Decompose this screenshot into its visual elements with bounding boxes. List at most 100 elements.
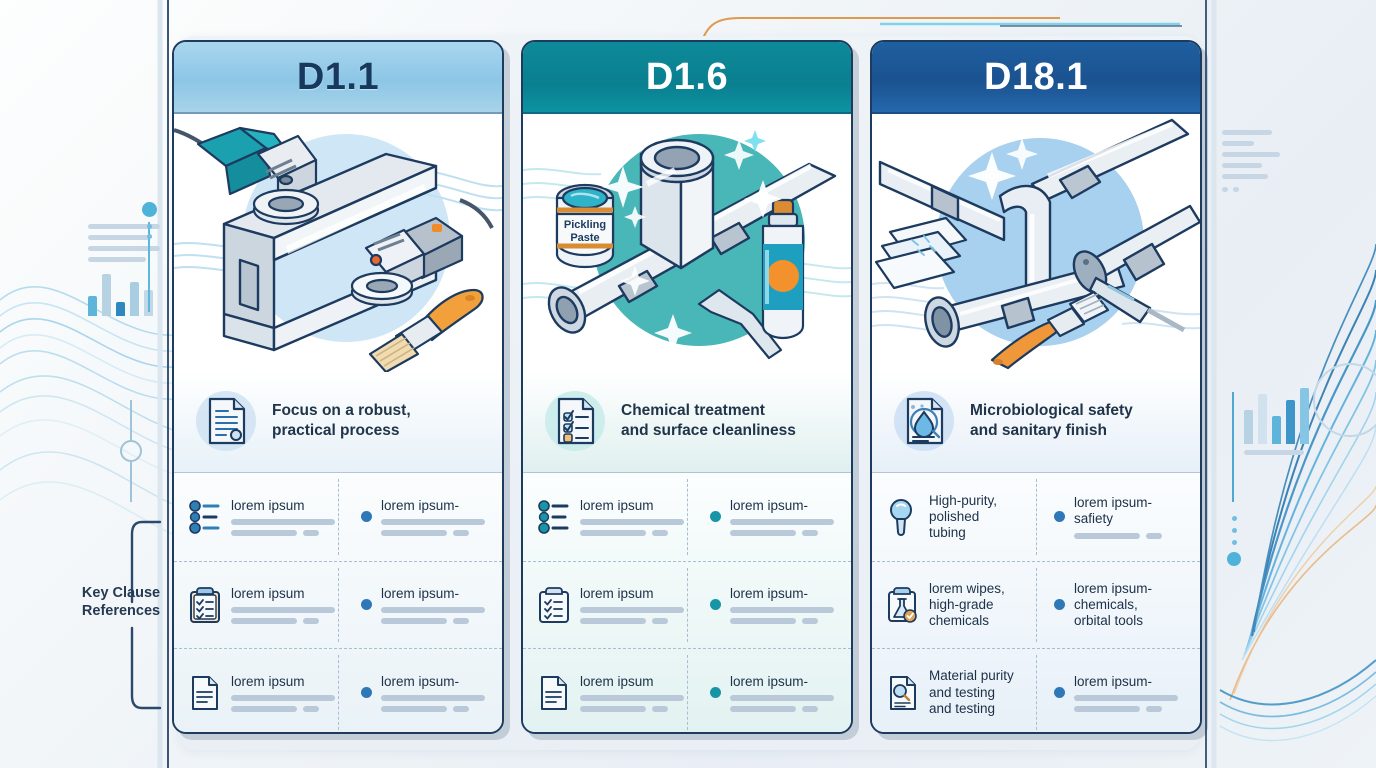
decor-right-baseline — [1244, 450, 1304, 461]
water-droplet-document-icon — [892, 389, 956, 453]
placeholder-bar-dot — [453, 618, 469, 625]
placeholder-bar — [580, 607, 684, 614]
bullet-dot-icon — [1054, 511, 1065, 523]
placeholder-bar — [381, 607, 485, 614]
clause-cell-left[interactable]: lorem ipsum — [523, 562, 692, 649]
decor-left-dot — [142, 202, 157, 217]
clause-title: lorem ipsum- — [1074, 673, 1153, 689]
card-header-d181: D18.1 — [872, 42, 1200, 114]
placeholder-bar-row — [730, 613, 834, 625]
clause-cell-body: lorem ipsum — [580, 498, 684, 536]
placeholder-bar — [580, 618, 646, 625]
caption-d16: Chemical treatment and surface cleanline… — [523, 372, 851, 472]
clause-cell-body: lorem ipsum- — [1074, 674, 1178, 712]
placeholder-bar — [231, 705, 297, 712]
clause-cell-body: lorem ipsum — [231, 498, 335, 536]
clause-title: lorem wipes, high-grade chemicals — [929, 580, 1005, 629]
decor-left-dot-s2 — [147, 234, 152, 239]
clause-cell-right[interactable]: lorem ipsum- — [343, 649, 502, 732]
placeholder-bar — [580, 694, 684, 701]
caption-line2-d11: practical process — [272, 422, 400, 439]
placeholder-bar-dot — [303, 529, 319, 536]
placeholder-bar — [580, 529, 646, 536]
placeholder-bar — [231, 694, 335, 701]
clause-cell-right[interactable]: lorem ipsum- — [343, 473, 502, 561]
caption-line2-d16: and surface cleanliness — [621, 422, 796, 439]
clause-cell-right[interactable]: lorem ipsum- — [692, 649, 851, 732]
clause-title: lorem ipsum — [580, 585, 654, 601]
card-title-d11: D1.1 — [296, 55, 380, 98]
clause-list-d16: lorem ipsum lorem ipsum- — [523, 472, 851, 732]
clause-title: lorem ipsum- — [730, 497, 809, 513]
decor-left-ring-stem-bottom — [130, 462, 132, 502]
clause-row: lorem ipsum lorem ipsum- — [523, 473, 851, 561]
clause-cell-body: lorem ipsum — [580, 674, 684, 712]
clause-cell-left[interactable]: lorem ipsum — [174, 649, 343, 732]
placeholder-bar-row — [231, 613, 335, 625]
document-gear-icon — [194, 389, 258, 453]
decor-left-vline — [148, 222, 150, 312]
placeholder-bar-dot — [652, 618, 668, 625]
placeholder-bar-row — [381, 525, 485, 536]
decor-right-dot — [1227, 552, 1241, 566]
key-clause-line1: Key Clause — [81, 585, 161, 601]
clause-title: lorem ipsum — [231, 673, 305, 689]
placeholder-bar — [381, 529, 447, 536]
bullet-list-icon — [537, 498, 571, 536]
document-magnifier-icon — [886, 674, 920, 712]
clause-cell-left[interactable]: lorem wipes, high-grade chemicals — [872, 562, 1036, 649]
decor-right-text-lines — [1222, 130, 1312, 203]
clause-title: High-purity, polished tubing — [929, 492, 998, 540]
clause-cell-left[interactable]: lorem ipsum — [523, 473, 692, 561]
clause-title: lorem ipsum- — [381, 497, 460, 513]
checklist-document-icon — [543, 389, 607, 453]
decor-right-vline — [1232, 392, 1234, 502]
clause-cell-left[interactable]: High-purity, polished tubing — [872, 473, 1036, 561]
caption-text-d181: Microbiological safety and sanitary fini… — [970, 401, 1133, 441]
placeholder-bar — [231, 607, 335, 614]
clause-row: lorem ipsum lorem ipsum- — [174, 648, 502, 732]
standard-card-d11[interactable]: D1.1 — [172, 40, 504, 734]
placeholder-bar — [381, 618, 447, 625]
decor-right-dot-s1 — [1232, 516, 1237, 521]
clause-cell-body: lorem ipsum- safiety — [1074, 495, 1162, 539]
clause-cell-right[interactable]: lorem ipsum- chemicals, orbital tools — [1036, 562, 1200, 649]
bullet-dot-icon — [361, 687, 372, 699]
bullet-dot-icon — [710, 599, 721, 611]
placeholder-bar-dot — [1146, 705, 1162, 712]
caption-line1-d181: Microbiological safety — [970, 401, 1133, 419]
bullet-dot-icon — [1054, 599, 1065, 611]
card-header-d11: D1.1 — [174, 42, 502, 114]
placeholder-bar-dot — [652, 529, 668, 536]
magnifier-probe-icon — [886, 498, 920, 536]
card-title-d181: D18.1 — [984, 55, 1088, 98]
placeholder-bar — [231, 518, 335, 525]
placeholder-bar-dot — [303, 705, 319, 712]
clause-cell-right[interactable]: lorem ipsum- — [692, 562, 851, 649]
placeholder-bar — [1074, 694, 1178, 701]
illustration-d11 — [174, 114, 502, 372]
clause-title: lorem ipsum- — [381, 585, 460, 601]
clause-row: lorem ipsum lorem ipsum- — [523, 648, 851, 732]
placeholder-bar-dot — [802, 618, 818, 625]
standard-card-d181[interactable]: D18.1 — [870, 40, 1202, 734]
clause-cell-right[interactable]: lorem ipsum- — [692, 473, 851, 561]
clause-cell-left[interactable]: lorem ipsum — [174, 473, 343, 561]
clause-cell-body: lorem wipes, high-grade chemicals — [929, 581, 1005, 630]
clause-cell-right[interactable]: lorem ipsum- — [1036, 649, 1200, 732]
placeholder-bar — [730, 705, 796, 712]
bullet-dot-icon — [361, 511, 372, 523]
clause-cell-right[interactable]: lorem ipsum- — [343, 562, 502, 649]
placeholder-bar-row — [730, 701, 834, 712]
clause-cell-left[interactable]: lorem ipsum — [523, 649, 692, 732]
clause-cell-right[interactable]: lorem ipsum- safiety — [1036, 473, 1200, 561]
placeholder-bar — [580, 705, 646, 712]
clause-cell-left[interactable]: Material purity and testing and testing — [872, 649, 1036, 732]
standard-card-d16[interactable]: D1.6 — [521, 40, 853, 734]
clause-cell-body: lorem ipsum- — [381, 498, 485, 536]
clipboard-check-icon — [537, 586, 571, 624]
clause-cell-left[interactable]: lorem ipsum — [174, 562, 343, 649]
clause-title: lorem ipsum- — [730, 673, 809, 689]
clause-row: lorem wipes, high-grade chemicals lorem … — [872, 560, 1200, 649]
placeholder-bar — [381, 518, 485, 525]
